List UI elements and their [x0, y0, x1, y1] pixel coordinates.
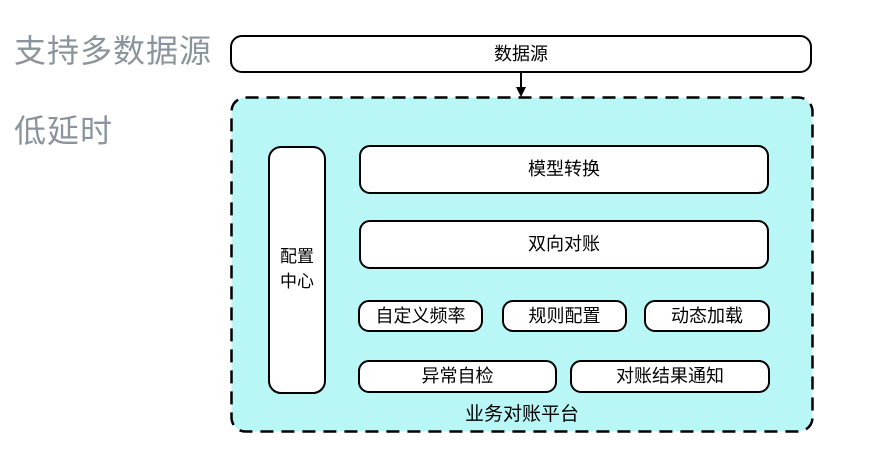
side-label-multi-source: 支持多数据源 [14, 33, 213, 69]
exception-self-check-label: 异常自检 [421, 366, 494, 387]
model-transform-box: 模型转换 [359, 145, 769, 194]
exception-self-check-box: 异常自检 [358, 360, 557, 393]
data-source-label: 数据源 [494, 43, 548, 64]
custom-frequency-label: 自定义频率 [375, 305, 466, 326]
bidirectional-reconciliation-box: 双向对账 [359, 220, 769, 269]
reconciliation-result-notification-label: 对账结果通知 [616, 366, 724, 387]
reconciliation-result-notification-box: 对账结果通知 [570, 360, 770, 393]
config-center-box: 配置中心 [268, 146, 326, 394]
dynamic-loading-label: 动态加载 [671, 305, 743, 326]
platform-title: 业务对账平台 [464, 404, 579, 425]
side-label-low-latency: 低延时 [14, 113, 114, 149]
down-arrow-icon [516, 73, 526, 97]
data-source-box: 数据源 [230, 35, 812, 73]
model-transform-label: 模型转换 [528, 159, 600, 180]
rule-config-label: 规则配置 [528, 305, 601, 326]
dynamic-loading-box: 动态加载 [644, 300, 770, 332]
rule-config-box: 规则配置 [502, 300, 627, 332]
bidirectional-reconciliation-label: 双向对账 [528, 234, 600, 255]
custom-frequency-box: 自定义频率 [358, 300, 483, 332]
config-center-label: 配置中心 [280, 247, 314, 291]
